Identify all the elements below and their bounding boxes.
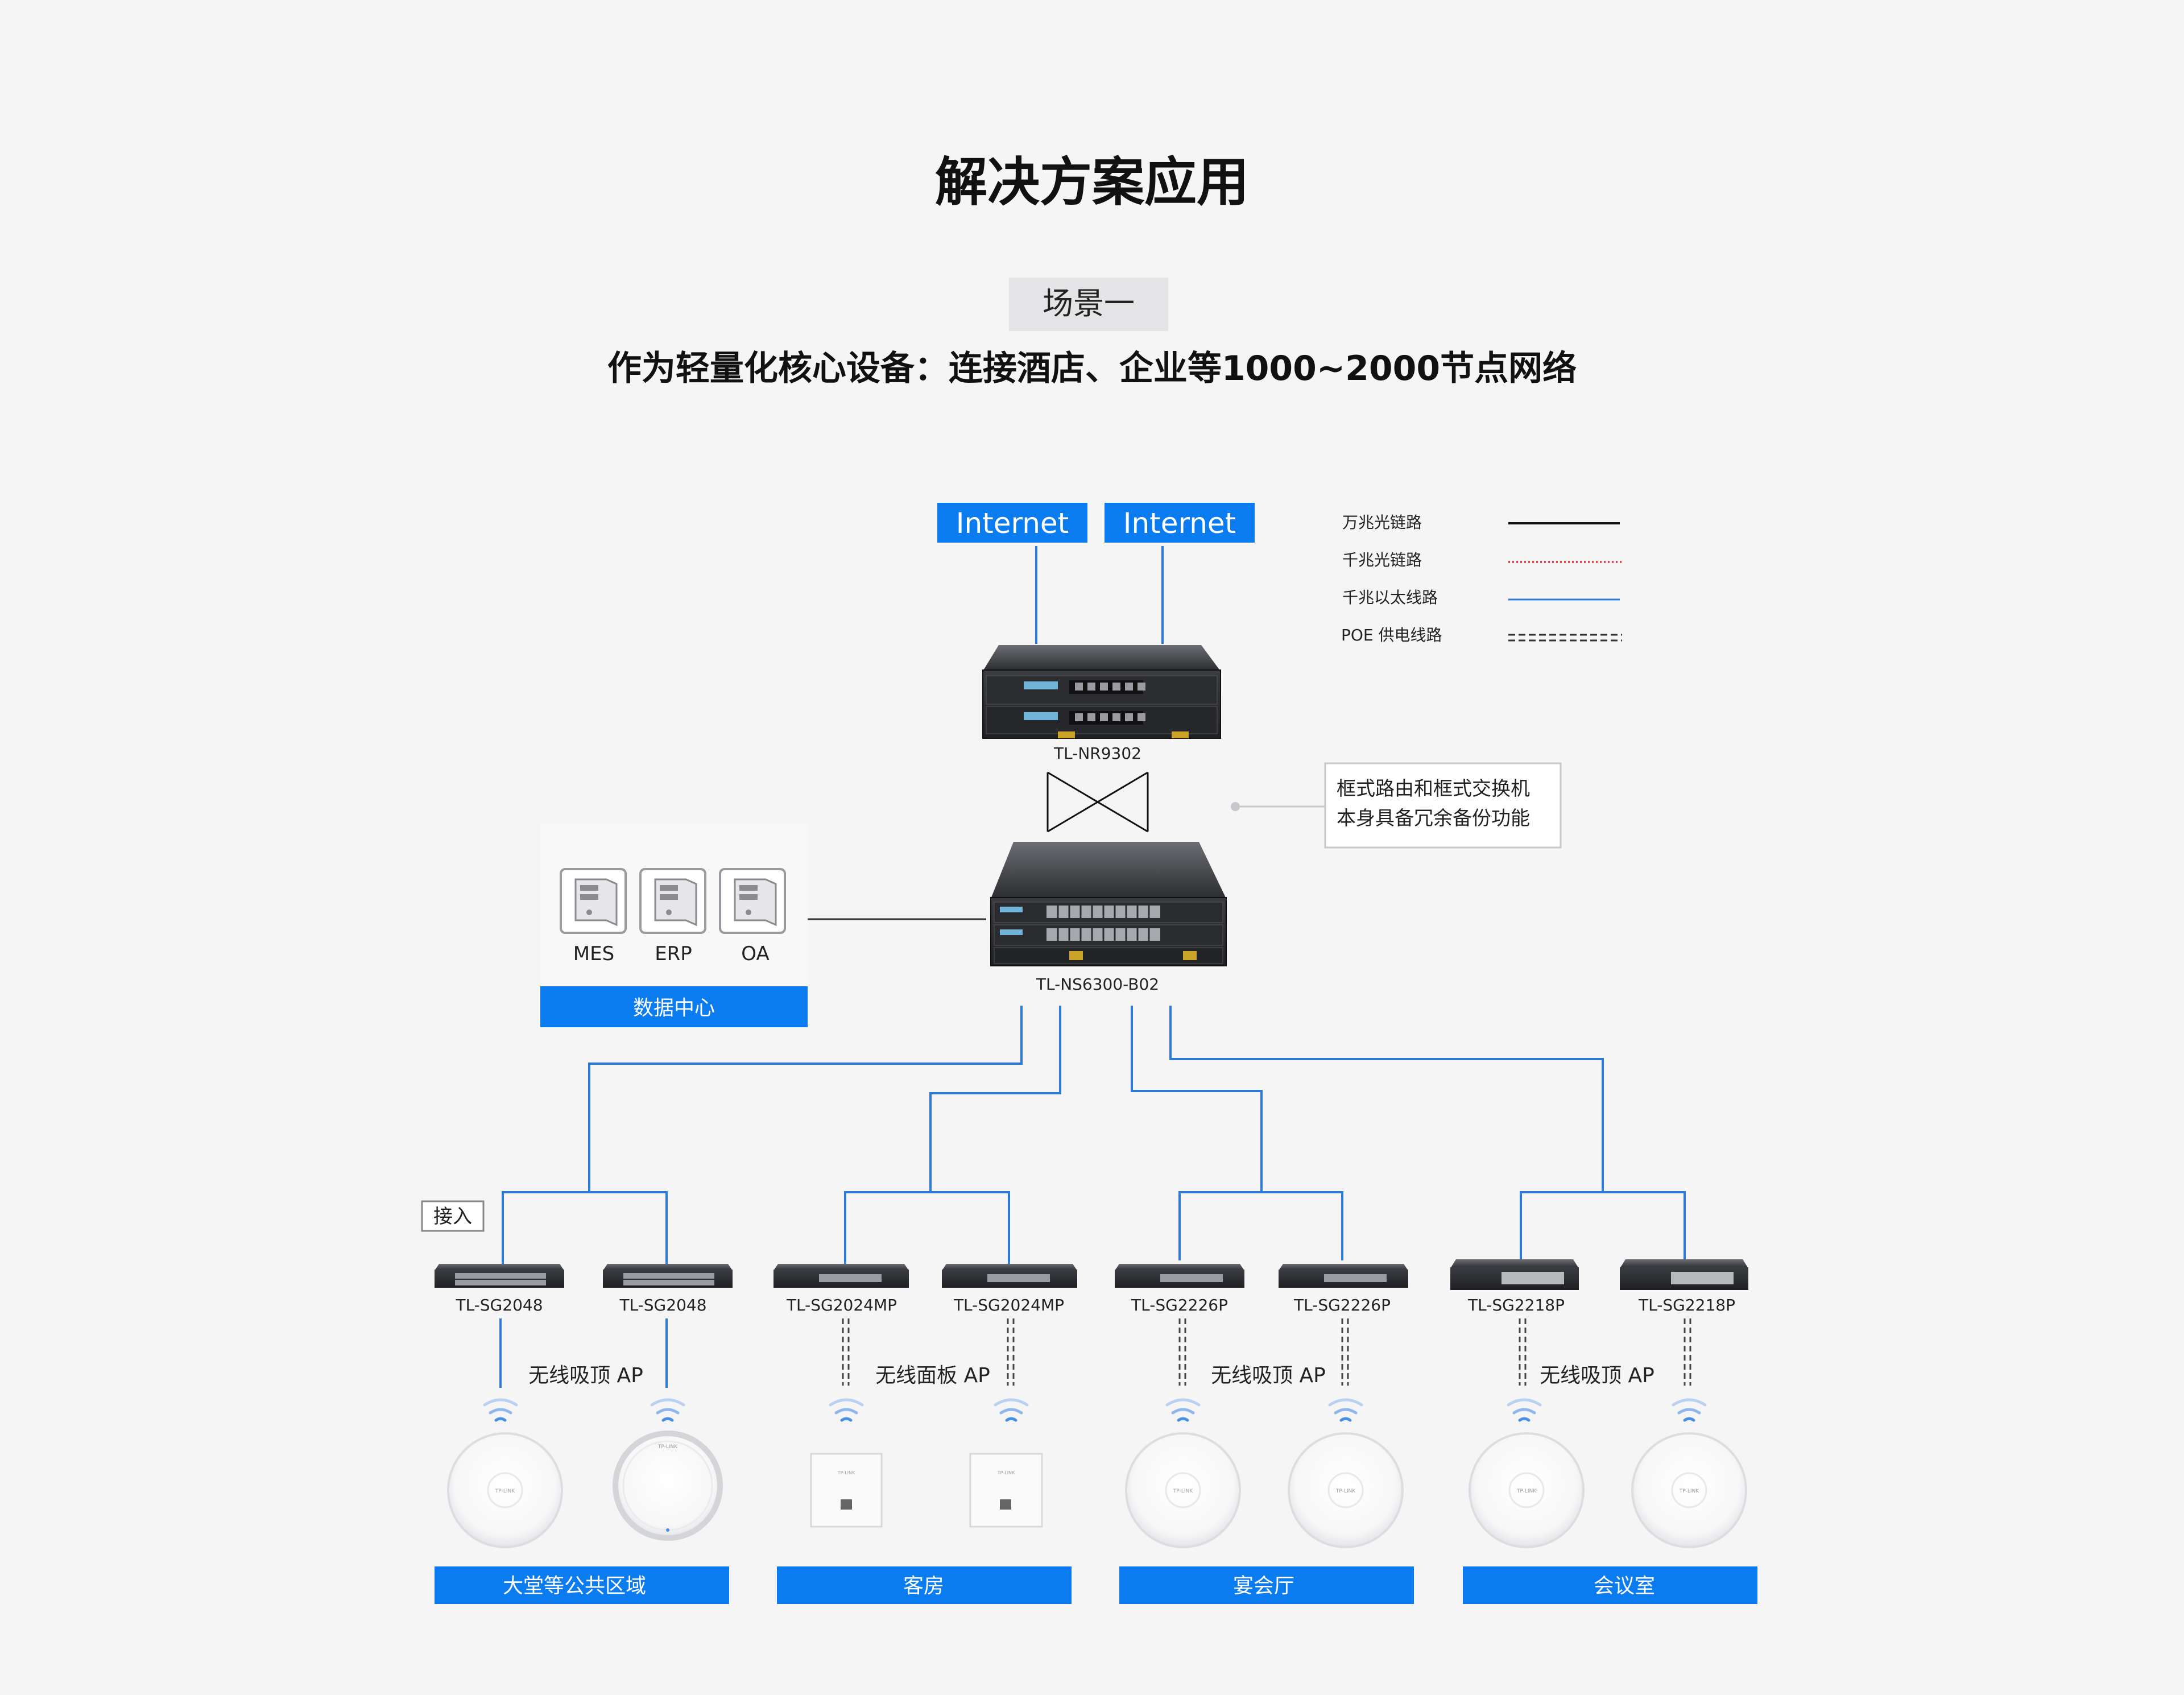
access-switch (435, 1264, 564, 1288)
ap-type-label: 无线吸顶 AP (528, 1364, 643, 1387)
legend-label-1g-ethernet: 千兆以太线路 (1342, 588, 1438, 607)
device-brand: TP-LINK (1173, 1489, 1193, 1494)
switch-model-label: TL-SG2226P (1131, 1296, 1228, 1314)
datacenter-panel: MES ERP OA (540, 824, 808, 985)
wifi-signal-icon (1507, 1398, 1542, 1422)
legend: 万兆光链路 千兆光链路 千兆以太线路 POE 供电线路 (1341, 513, 1622, 644)
datacenter-banner: 数据中心 (540, 986, 808, 1027)
ceiling-ap: TP-LINK (447, 1432, 563, 1548)
internet-box-1: Internet (937, 503, 1087, 543)
access-switch (603, 1264, 733, 1288)
internet-box-2: Internet (1105, 503, 1255, 543)
wifi-signal-icon (1672, 1398, 1707, 1422)
access-tag: 接入 (421, 1200, 485, 1232)
access-tag-label: 接入 (433, 1205, 472, 1228)
ceiling-ap: TP-LINK (1288, 1432, 1404, 1548)
area-label: 客房 (903, 1574, 944, 1598)
distribution-links (502, 1006, 1686, 1266)
page-title: 解决方案应用 (935, 152, 1249, 213)
switch-model-label: TL-SG2218P (1638, 1296, 1735, 1314)
switch-model-label: TL-SG2024MP (786, 1296, 897, 1314)
server-mes-icon (560, 868, 627, 934)
scene-headline: 作为轻量化核心设备：连接酒店、企业等1000~2000节点网络 (607, 349, 1577, 388)
area-label: 宴会厅 (1233, 1574, 1294, 1598)
device-brand: TP-LINK (1516, 1489, 1537, 1494)
panel-ap: TP-LINK (969, 1453, 1043, 1528)
server-label-oa: OA (741, 942, 769, 965)
core-switch-device (990, 842, 1227, 966)
server-oa-icon (719, 868, 786, 934)
server-erp-icon (639, 868, 706, 934)
area-banner: 会议室 (1463, 1566, 1757, 1604)
area-label: 会议室 (1594, 1574, 1655, 1598)
internet-label-2: Internet (1123, 507, 1236, 540)
wifi-signal-icon (994, 1398, 1029, 1422)
ceiling-ap: TP-LINK (1125, 1432, 1241, 1548)
router-device (982, 645, 1221, 739)
wifi-signal-icon (483, 1398, 518, 1422)
area-banner: 大堂等公共区域 (435, 1566, 729, 1604)
device-brand: TP-LINK (1335, 1489, 1356, 1494)
switch-model-label: TL-SG2218P (1467, 1296, 1565, 1314)
ap-type-label: 无线吸顶 AP (1211, 1364, 1326, 1387)
wifi-signal-icon (650, 1398, 685, 1422)
redundancy-note: 框式路由和框式交换机 本身具备冗余备份功能 (1324, 762, 1562, 849)
legend-label-poe: POE 供电线路 (1341, 626, 1442, 644)
access-switch (774, 1264, 909, 1288)
switch-model-label: TL-SG2024MP (953, 1296, 1064, 1314)
area-banner: 客房 (777, 1566, 1072, 1604)
panel-ap: TP-LINK (810, 1453, 883, 1528)
ap-type-label: 无线吸顶 AP (1540, 1364, 1654, 1387)
device-brand: TP-LINK (837, 1470, 855, 1475)
access-switch (1115, 1264, 1244, 1288)
redundancy-note-line-2: 本身具备冗余备份功能 (1337, 807, 1530, 830)
wifi-signal-icon (1328, 1398, 1363, 1422)
wifi-signal-icon (1165, 1398, 1201, 1422)
access-switch (1450, 1259, 1579, 1290)
router-model: TL-NR9302 (1053, 744, 1141, 763)
access-switch (1620, 1259, 1748, 1290)
device-brand: TP-LINK (997, 1470, 1015, 1475)
area-banner: 宴会厅 (1119, 1566, 1414, 1604)
ceiling-ap: TP-LINK (1631, 1432, 1747, 1548)
device-brand: TP-LINK (495, 1489, 515, 1494)
device-brand: TP-LINK (657, 1444, 678, 1450)
server-label-erp: ERP (655, 942, 692, 965)
ceiling-ap: TP-LINK (1469, 1432, 1585, 1548)
redundancy-note-line-1: 框式路由和框式交换机 (1337, 778, 1530, 800)
poe-links (842, 1318, 1691, 1386)
core-switch-model: TL-NS6300-B02 (1036, 975, 1159, 994)
datacenter-label: 数据中心 (633, 997, 715, 1020)
ceiling-ap: TP-LINK (613, 1431, 723, 1541)
legend-label-10g-fiber: 万兆光链路 (1342, 513, 1422, 532)
switch-model-label: TL-SG2048 (619, 1296, 706, 1314)
legend-label-1g-fiber: 千兆光链路 (1342, 551, 1422, 569)
access-switch (942, 1264, 1077, 1288)
server-label-mes: MES (573, 942, 614, 965)
scene-badge: 场景一 (1009, 278, 1168, 331)
switch-model-label: TL-SG2048 (455, 1296, 543, 1314)
scene-badge-label: 场景一 (1043, 286, 1135, 321)
note-anchor-dot (1231, 802, 1240, 811)
ap-type-label: 无线面板 AP (875, 1364, 990, 1387)
area-label: 大堂等公共区域 (503, 1574, 646, 1598)
device-brand: TP-LINK (1679, 1489, 1699, 1494)
access-switch (1279, 1264, 1408, 1288)
switch-model-label: TL-SG2226P (1293, 1296, 1391, 1314)
wifi-signal-icon (829, 1398, 864, 1422)
internet-label-1: Internet (956, 507, 1069, 540)
redundant-links (1046, 771, 1149, 833)
